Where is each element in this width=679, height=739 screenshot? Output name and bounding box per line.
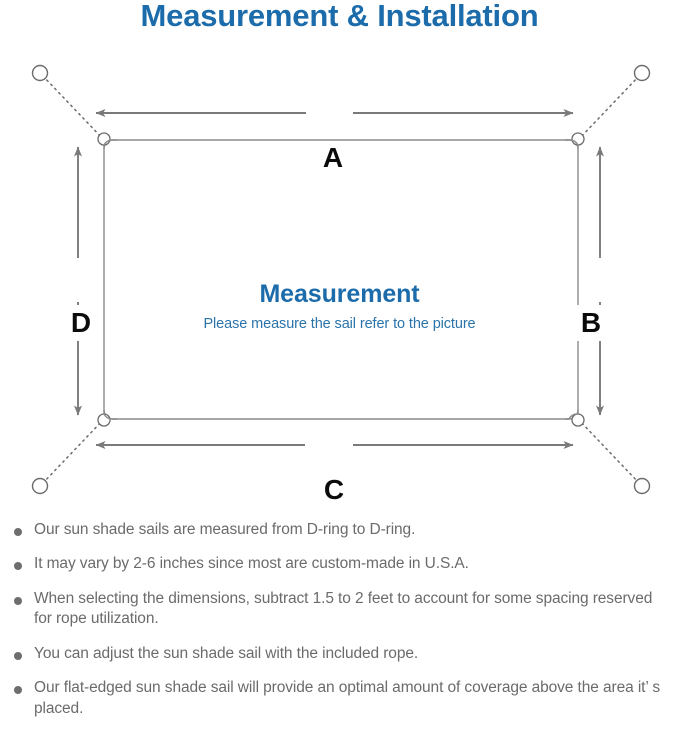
list-item: When selecting the dimensions, subtract …	[0, 589, 679, 630]
list-item: Our sun shade sails are measured from D-…	[0, 520, 679, 540]
rope-bottom-right	[577, 418, 641, 485]
note-text: Our flat-edged sun shade sail will provi…	[34, 679, 660, 717]
notes-list: Our sun shade sails are measured from D-…	[0, 520, 679, 733]
dimension-label-a: A	[306, 142, 360, 174]
bullet-icon	[14, 596, 22, 605]
rope-lines	[41, 74, 641, 485]
note-text: When selecting the dimensions, subtract …	[34, 589, 653, 628]
d-ring-bottom-right	[571, 413, 585, 427]
sail-corner-overlays	[103, 139, 579, 420]
bullet-icon	[14, 528, 22, 536]
anchor-point-bottom-left	[31, 477, 49, 495]
list-item: It may vary by 2-6 inches since most are…	[0, 554, 679, 574]
note-text: It may vary by 2-6 inches since most are…	[34, 555, 469, 573]
anchor-point-top-right	[633, 64, 651, 82]
d-ring-top-right	[571, 132, 585, 146]
dimension-label-c: C	[307, 474, 361, 506]
sail-shape	[103, 139, 579, 420]
d-ring-top-left	[97, 132, 111, 146]
rope-top-left	[41, 74, 105, 141]
dimension-label-b: B	[572, 305, 610, 341]
anchor-point-top-left	[31, 64, 49, 82]
bullet-icon	[14, 562, 22, 571]
anchor-point-bottom-right	[633, 477, 651, 495]
list-item: Our flat-edged sun shade sail will provi…	[0, 678, 679, 719]
bullet-icon	[14, 686, 22, 695]
rope-top-right	[577, 74, 641, 141]
anchor-points	[31, 64, 651, 495]
note-text: You can adjust the sun shade sail with t…	[34, 644, 419, 662]
measurement-diagram: Measurement Please measure the sail refe…	[0, 44, 679, 514]
rope-bottom-left	[41, 418, 105, 485]
dimension-label-d: D	[62, 305, 100, 341]
bullet-icon	[14, 651, 22, 660]
list-item: You can adjust the sun shade sail with t…	[0, 644, 679, 664]
d-ring-bottom-left	[97, 413, 111, 427]
note-text: Our sun shade sails are measured from D-…	[34, 521, 416, 538]
page-title: Measurement & Installation	[140, 0, 539, 33]
